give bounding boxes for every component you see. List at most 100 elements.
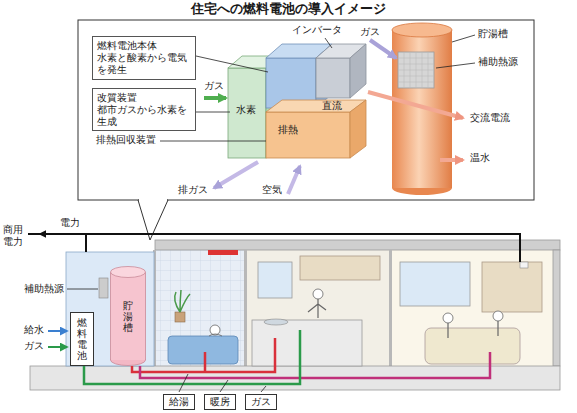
bathroom-drawing (168, 250, 238, 364)
house-section (245, 250, 390, 366)
flow-arrow (368, 92, 463, 118)
flow-arrow (214, 162, 258, 188)
bathroom-drawing (209, 334, 222, 336)
kitchen-drawing (252, 320, 362, 366)
living-room-drawing (482, 262, 542, 312)
storage-tank: 貯湯槽 (110, 266, 146, 366)
storage-tank-drawing (392, 30, 452, 188)
bathroom-drawing (208, 250, 238, 255)
inverter-block (316, 58, 350, 98)
pipe-tag: 暖房 (204, 394, 236, 410)
house-section (389, 250, 392, 366)
flow-label: 温水 (470, 152, 490, 164)
callout-note: 燃料電池本体水素と酸素から電気を発生 (92, 36, 196, 80)
kitchen-drawing (252, 256, 380, 366)
house-section (553, 250, 560, 366)
leader-line (220, 380, 228, 392)
leader-line (179, 374, 188, 392)
cylinder-outline (111, 272, 146, 360)
flow-arrow (204, 96, 226, 100)
node-text: 給湯 (169, 396, 189, 408)
node-text: 燃料電池 (77, 317, 87, 361)
leader-line (160, 35, 475, 141)
living-room-drawing (520, 262, 528, 268)
bathroom-drawing (168, 336, 238, 364)
node-text: ガス (251, 396, 271, 408)
pipe-line (140, 352, 490, 378)
living-room-drawing (400, 262, 470, 306)
node-text: 都市ガスから水素を生成 (97, 104, 191, 128)
callout-note: 改質装置都市ガスから水素を生成 (92, 88, 196, 131)
cylinder-outline (111, 267, 146, 278)
diagram-title: 住宅への燃料電池の導入イメージ (0, 1, 577, 17)
leader-line (196, 112, 230, 113)
leader-line (67, 289, 98, 290)
leader-line (160, 141, 266, 142)
leader-line (452, 35, 475, 42)
flow-arrow (204, 40, 463, 194)
heat-recovery-block (266, 100, 366, 112)
equipment-housing (66, 252, 154, 366)
component-label: 補助熱源 (24, 283, 64, 295)
node-text: 改質装置 (97, 92, 137, 104)
equipment-housing (99, 278, 108, 298)
bathroom-drawing (175, 290, 190, 312)
pipe-tag: 給湯 (163, 394, 195, 410)
callout-panel (78, 20, 534, 240)
heat-recovery-block (266, 100, 366, 158)
flow-label: ガス (360, 26, 380, 38)
power-line (40, 233, 70, 235)
component-label: インバータ (292, 24, 342, 36)
leader-line (436, 63, 475, 68)
house-section (390, 250, 553, 366)
living-room-drawing (443, 313, 453, 323)
flow-label: 給水 (24, 324, 44, 336)
storage-tank-drawing (392, 23, 452, 195)
component-label: 直流 (322, 100, 342, 112)
node-text: 貯湯槽 (123, 300, 133, 333)
node-text: 燃料電池本体 (97, 40, 157, 52)
power-line (85, 234, 87, 252)
aux-heater-drawing (398, 52, 434, 88)
pipe-tag: ガス (245, 394, 277, 410)
kitchen-drawing (264, 319, 288, 325)
power-line (28, 234, 520, 262)
kitchen-drawing (258, 262, 292, 298)
house-section (30, 240, 560, 390)
reformer-block (228, 68, 266, 158)
fuel-cell-unit: 燃料電池 (70, 312, 94, 366)
pipe-line (204, 352, 207, 372)
supply-arrow (48, 330, 67, 332)
living-room-drawing (425, 328, 520, 364)
aux-heater-drawing (398, 52, 434, 88)
supply-arrow (48, 346, 67, 348)
living-room-drawing (493, 311, 503, 321)
bathroom-drawing (175, 312, 185, 322)
flow-label: 電力 (60, 217, 80, 229)
equipment-housing (66, 252, 154, 366)
bathroom-drawing (210, 325, 220, 335)
cylinder-outline (111, 272, 146, 360)
flow-label: 排ガス (178, 184, 208, 196)
storage-tank-drawing (392, 23, 452, 37)
power-line (28, 234, 520, 262)
living-room-drawing (448, 321, 498, 338)
leader-line (196, 56, 268, 72)
house-section (244, 250, 247, 366)
node-text: 暖房 (210, 396, 230, 408)
component-label: 補助熱源 (478, 56, 518, 68)
component-label: 貯湯槽 (478, 28, 508, 40)
kitchen-drawing (300, 256, 380, 280)
flow-arrow (370, 40, 396, 58)
kitchen-drawing (313, 289, 323, 299)
flow-label: 空気 (262, 184, 282, 196)
leader-line (325, 38, 332, 48)
inverter-block (316, 44, 366, 98)
component-label: 排熱回収装置 (96, 134, 156, 146)
component-label: 水素 (236, 104, 256, 116)
callout-panel (78, 20, 534, 200)
house-section (155, 250, 245, 366)
node-text: 水素と酸素から電気を発生 (97, 52, 191, 76)
kitchen-drawing (308, 299, 326, 318)
